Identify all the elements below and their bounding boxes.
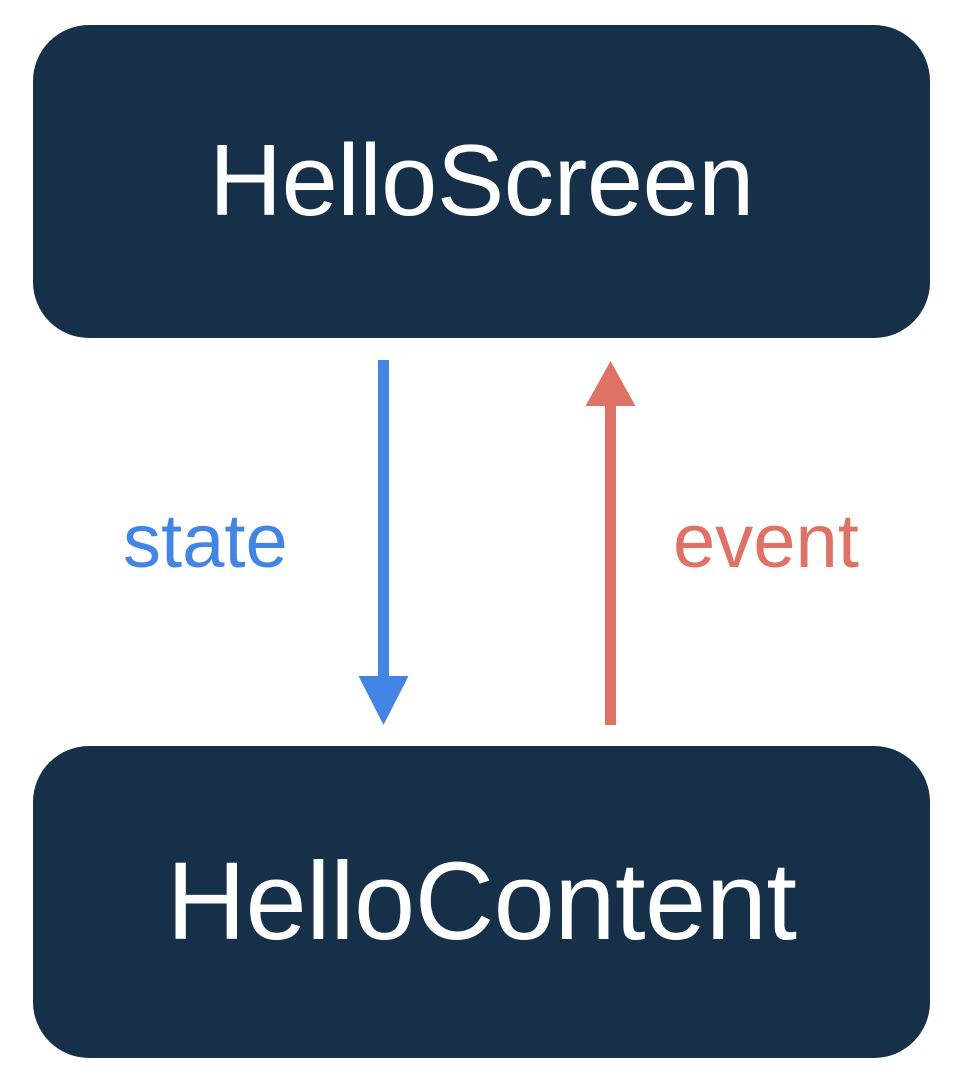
edge-label-event: event [673,499,859,584]
node-hello-screen-label: HelloScreen [209,125,754,237]
node-hello-content-label: HelloContent [166,840,797,963]
event-arrow-up [585,361,636,725]
node-hello-content[interactable]: HelloContent [33,746,930,1058]
edge-label-state: state [123,499,288,584]
state-arrow-down [358,360,409,725]
node-hello-screen[interactable]: HelloScreen [33,25,930,338]
